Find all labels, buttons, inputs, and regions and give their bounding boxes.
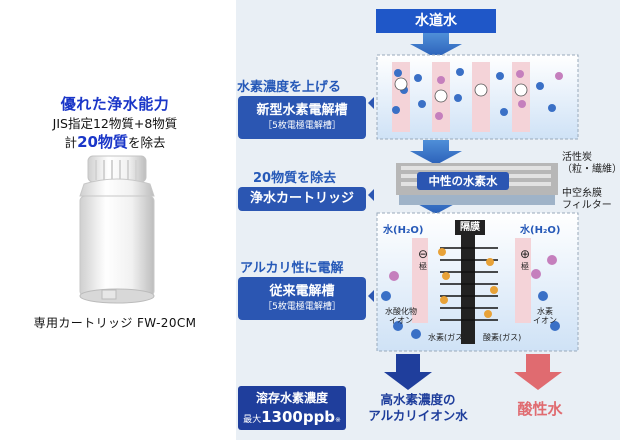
carbon-note-line2: （粒・繊維） [562,164,620,175]
hydroxide-line1: 水酸化物 [385,307,417,316]
tap-water-label: 水道水 [415,13,457,29]
concentration-value: 1300ppb [261,408,336,426]
diagram-graphics [368,9,579,390]
tank-box-3 [376,212,579,352]
concentration-max: 最大 [243,415,262,425]
electrode-minus-1b [472,62,490,132]
plus-sign-icon: ⊕ [519,247,531,261]
step3-pill-sub: ［5枚電極電解槽］ [263,302,341,312]
hydroxide-line2: イオン [389,316,413,325]
alkaline-output-arrow [384,354,432,390]
step1-pill-title: 新型水素電解槽 [256,103,348,118]
step2-pill: 浄水カートリッジ [238,187,366,211]
alkaline-output-line1: 高水素濃度の [380,392,456,407]
feature-total-prefix: 計 [64,135,78,150]
step3-pill: 従来電解槽 ［5枚電極電解槽］ [238,277,366,320]
step1-label: 水素濃度を上げる [237,80,342,95]
feature-total-highlight: 20物質 [77,133,128,151]
feature-total-suffix: を除去 [127,135,166,150]
connector-arrow-2 [368,189,374,201]
hydrogen-ion-line1: 水素 [537,307,553,316]
concentration-badge: 溶存水素濃度 最大1300ppb※ [238,386,346,430]
minus-sign-icon: ⊖ [417,247,429,261]
carbon-note-line1: 活性炭 [562,152,592,163]
connector-arrow-1 [368,97,374,109]
step3-pill-title: 従来電解槽 [269,284,335,299]
membrane-label: 隔膜 [455,220,485,235]
flow-arrow-1 [410,33,462,58]
hollow-fiber-filter [399,195,555,205]
water-left-label: 水(H₂O) [383,225,424,236]
feature-line-jis: JIS指定12物質+8物質 [52,116,178,131]
oxygen-gas-note: 酸素(ガス) [483,333,522,342]
concentration-footnote-mark: ※ [335,416,341,424]
hydrogen-ion-line2: イオン [533,316,557,325]
electrode-plus-1b [512,62,530,132]
step2-pill-title: 浄水カートリッジ [249,191,354,206]
membrane-bar [461,232,475,344]
cartridge-image [79,155,155,304]
step3-label: アルカリ性に電解 [240,261,344,276]
step1-pill-sub: ［5枚電極電解槽］ [263,121,341,131]
plus-pole-label: ⊕ 極 [515,247,535,272]
electrode-minus-3 [412,238,428,323]
feature-line-total: 計20物質を除去 [0,131,230,152]
alkaline-output-label: 高水素濃度の アルカリイオン水 [358,392,478,424]
minus-pole-text: 極 [419,262,427,271]
step2-label: 20物質を除去 [253,171,337,186]
concentration-value-row: 最大1300ppb※ [238,407,346,426]
step1-pill: 新型水素電解槽 ［5枚電極電解槽］ [238,96,366,139]
concentration-title: 溶存水素濃度 [255,391,328,405]
electrode-plus-3 [515,238,531,323]
carbon-note: 活性炭 （粒・繊維） [562,152,620,176]
water-right-label: 水(H₂O) [520,225,561,236]
acid-output-arrow [514,354,562,390]
connector-arrow-3 [368,290,374,302]
cartridge-caption: 専用カートリッジ FW-20CM [33,316,197,330]
plus-pole-text: 極 [521,262,529,271]
neutral-hydrogen-water-label: 中性の水素水 [417,172,509,190]
flow-arrow-2 [410,140,462,165]
alkaline-output-line2: アルカリイオン水 [368,408,468,423]
hollow-note-line2: フィルター [562,200,612,211]
acid-output-label: 酸性水 [517,400,563,418]
hollow-fiber-note: 中空糸膜 フィルター [562,188,620,212]
minus-pole-label: ⊖ 極 [413,247,433,272]
hydrogen-ion-note: 水素 イオン [530,307,560,325]
top-header-bar [376,9,496,33]
hydrogen-gas-note: 水素(ガス) [428,333,467,342]
hydroxide-note: 水酸化物 イオン [378,307,424,325]
hollow-note-line1: 中空糸膜 [562,188,602,199]
feature-title: 優れた浄水能力 [60,95,170,113]
